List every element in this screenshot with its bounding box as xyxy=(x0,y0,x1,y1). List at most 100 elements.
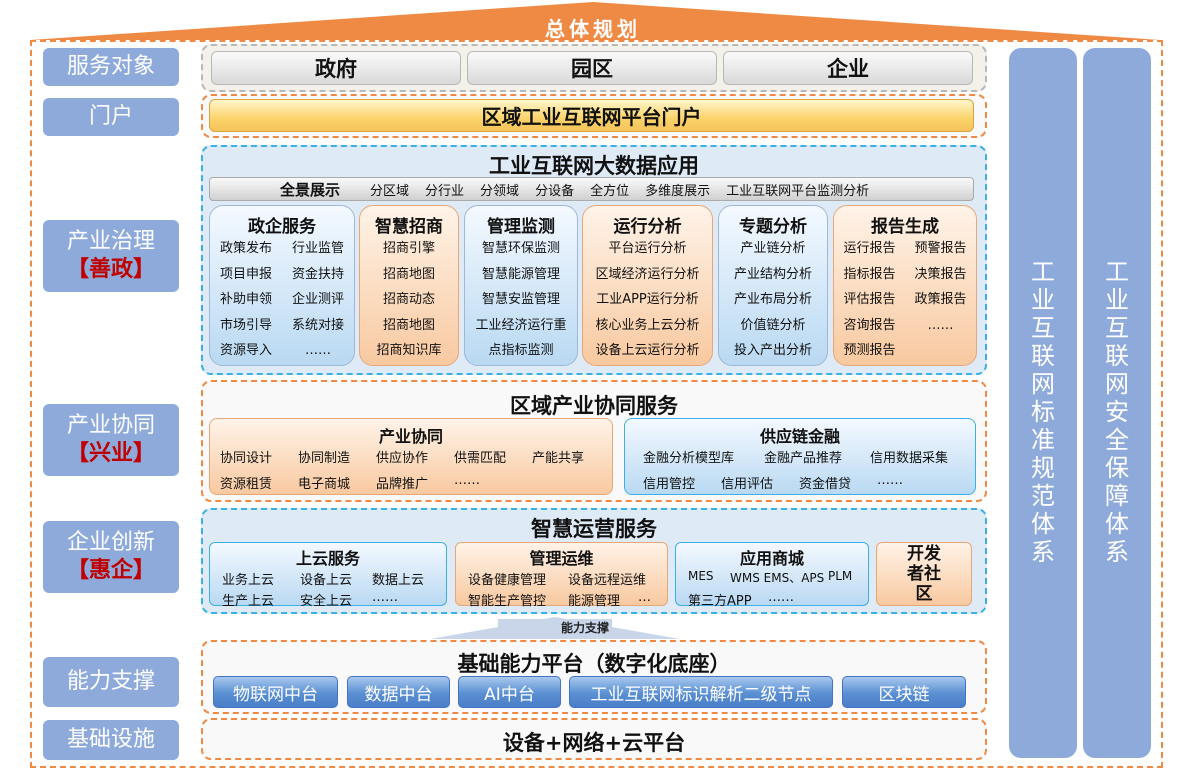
roof-banner xyxy=(30,2,1160,40)
card-industry-collab[interactable]: 产业协同 协同设计 协同制造 供应协作 供需匹配 产能共享 资源租赁 电子商城 … xyxy=(209,418,613,495)
pillar-char: 工 xyxy=(1031,258,1055,286)
label-innovation: 企业创新【惠企】 xyxy=(43,521,179,593)
card-item: 业务上云 xyxy=(222,573,275,588)
card-item: 招商地图 xyxy=(382,266,435,282)
pillar-char: 工 xyxy=(1105,258,1129,286)
card-item: 智慧环保监测 xyxy=(481,241,560,256)
pillar-char: 业 xyxy=(1031,286,1055,314)
label-infrastructure: 基础设施 xyxy=(43,720,179,760)
pillar-char: 联 xyxy=(1105,342,1129,370)
tab-park[interactable]: 园区 xyxy=(467,51,717,85)
card-operation-analysis[interactable]: 运行分析 平台运行分析 区域经济运行分析 工业APP运行分析 核心业务上云分析 … xyxy=(582,205,713,366)
card-item: WMS EMS、APS xyxy=(730,571,825,585)
pillar-char: 体 xyxy=(1031,510,1055,538)
label-portal: 门户 xyxy=(43,98,179,136)
ops-title: 智慧运营服务 xyxy=(531,517,657,541)
card-item: 第三方APP xyxy=(688,594,752,609)
card-item: 资金扶持 xyxy=(291,266,344,282)
pillar-char: 范 xyxy=(1031,482,1055,510)
card-smart-investment[interactable]: 智慧招商 招商引擎 招商地图 招商动态 招商地图 招商知识库 xyxy=(359,205,459,366)
card-item: …… xyxy=(927,317,954,333)
pillar-char: 系 xyxy=(1105,538,1129,566)
card-item: …… xyxy=(768,590,794,605)
pillar-char: 安 xyxy=(1105,398,1129,426)
card-title: 开发者社区 xyxy=(907,544,941,604)
pillar-char: 规 xyxy=(1031,454,1055,482)
card-item: 协同制造 xyxy=(298,451,351,466)
card-gov-services[interactable]: 政企服务 政策发布 行业监管 项目申报 资金扶持 补助申领 企业测评 市场引导 … xyxy=(209,205,355,366)
up-arrow xyxy=(430,617,680,639)
card-item: 项目申报 xyxy=(219,266,272,282)
card-item: 咨询报告 xyxy=(843,317,896,333)
card-management-monitoring[interactable]: 管理监测 智慧环保监测 智慧能源管理 智慧安监管理 工业经济运行重 点指标监测 xyxy=(464,205,578,366)
card-item: 指标报告 xyxy=(843,266,896,282)
button-data-platform[interactable]: 数据中台 xyxy=(347,676,450,708)
label-capability: 能力支撑 xyxy=(43,657,179,707)
portal-bar[interactable]: 区域工业互联网平台门户 xyxy=(209,99,974,132)
card-title: 应用商城 xyxy=(739,549,804,568)
card-app-store[interactable]: 应用商城 MES WMS EMS、APS PLM 第三方APP …… xyxy=(675,542,869,609)
label-service-objects: 服务对象 xyxy=(43,48,179,86)
card-item: … xyxy=(638,590,651,605)
pillar-char: 网 xyxy=(1105,370,1129,398)
card-topic-analysis[interactable]: 专题分析 产业链分析 产业结构分析 产业布局分析 价值链分析 投入产出分析 xyxy=(718,205,828,366)
card-item: PLM xyxy=(828,569,853,583)
infra-title: 设备+网络+云平台 xyxy=(502,731,686,755)
pillar-char: 障 xyxy=(1105,482,1129,510)
panorama-item: 分区域 xyxy=(370,183,410,199)
card-item: 设备上云 xyxy=(300,573,353,588)
button-blockchain[interactable]: 区块链 xyxy=(842,676,966,708)
card-item: 信用管控 xyxy=(643,477,696,492)
card-item: 生产上云 xyxy=(222,594,275,609)
card-item: 设备健康管理 xyxy=(468,573,547,588)
card-item: 信用评估 xyxy=(721,477,774,492)
card-title: 管理监测 xyxy=(487,217,555,237)
pillar-char: 联 xyxy=(1031,342,1055,370)
panorama-item: 全方位 xyxy=(590,183,630,199)
card-item: 设备上云运行分析 xyxy=(595,343,700,358)
infra-frame: 设备+网络+云平台 xyxy=(201,718,987,760)
card-supply-finance[interactable]: 供应链金融 金融分析模型库 金融产品推荐 信用数据采集 信用管控 信用评估 资金… xyxy=(624,418,976,495)
pillar-char: 准 xyxy=(1031,426,1055,454)
card-item: 产业链分析 xyxy=(740,241,806,256)
card-item xyxy=(905,338,976,364)
card-mgmt-ops[interactable]: 管理运维 设备健康管理 设备远程运维 智能生产管控 能源管理 … xyxy=(455,542,668,609)
label-collaboration: 产业协同【兴业】 xyxy=(43,404,179,476)
button-ai-platform[interactable]: AI中台 xyxy=(458,676,561,708)
card-item: …… xyxy=(454,473,480,488)
pillar-char: 互 xyxy=(1031,314,1055,342)
card-item: …… xyxy=(877,473,903,488)
pillar-char: 网 xyxy=(1031,370,1055,398)
card-report-generation[interactable]: 报告生成 运行报告 预警报告 指标报告 决策报告 评估报告 政策报告 咨询报告 … xyxy=(833,205,977,366)
pillar-char: 保 xyxy=(1105,454,1129,482)
card-item: 安全上云 xyxy=(300,594,353,609)
card-item: 核心业务上云分析 xyxy=(595,317,700,333)
button-iot-platform[interactable]: 物联网中台 xyxy=(213,676,338,708)
card-dev-community[interactable]: 开发者社区 xyxy=(876,542,972,606)
card-item: 工业经济运行重 xyxy=(475,317,567,333)
pillar-char: 体 xyxy=(1105,510,1129,538)
card-item: …… xyxy=(372,590,398,605)
card-item: 区域经济运行分析 xyxy=(595,266,700,282)
card-item: 能源管理 xyxy=(568,594,621,609)
tab-enterprise[interactable]: 企业 xyxy=(723,51,973,85)
card-item: 招商地图 xyxy=(382,317,435,333)
pillar-char: 互 xyxy=(1105,314,1129,342)
button-identifier-node[interactable]: 工业互联网标识解析二级节点 xyxy=(569,676,833,708)
card-item: 评估报告 xyxy=(843,292,896,307)
card-item: 点指标监测 xyxy=(488,343,554,358)
card-title: 产业协同 xyxy=(378,427,443,446)
card-title: 运行分析 xyxy=(613,217,682,237)
card-item: 设备远程运维 xyxy=(568,573,647,588)
pillar-char: 标 xyxy=(1031,398,1055,426)
panorama-item: 分行业 xyxy=(425,183,465,199)
card-item: 系统对接 xyxy=(291,317,344,333)
card-item: 供应协作 xyxy=(376,451,429,466)
tab-government[interactable]: 政府 xyxy=(211,51,461,85)
card-item: 预警报告 xyxy=(914,241,967,256)
panorama-bar: 全景展示 分区域 分行业 分领域 分设备 全方位 多维度展示 工业互联网平台监测… xyxy=(209,177,974,201)
card-title: 管理运维 xyxy=(529,549,594,568)
card-title: 供应链金融 xyxy=(759,427,840,446)
card-item: 平台运行分析 xyxy=(608,241,687,256)
card-cloud-service[interactable]: 上云服务 业务上云 设备上云 数据上云 生产上云 安全上云 …… xyxy=(209,542,447,609)
